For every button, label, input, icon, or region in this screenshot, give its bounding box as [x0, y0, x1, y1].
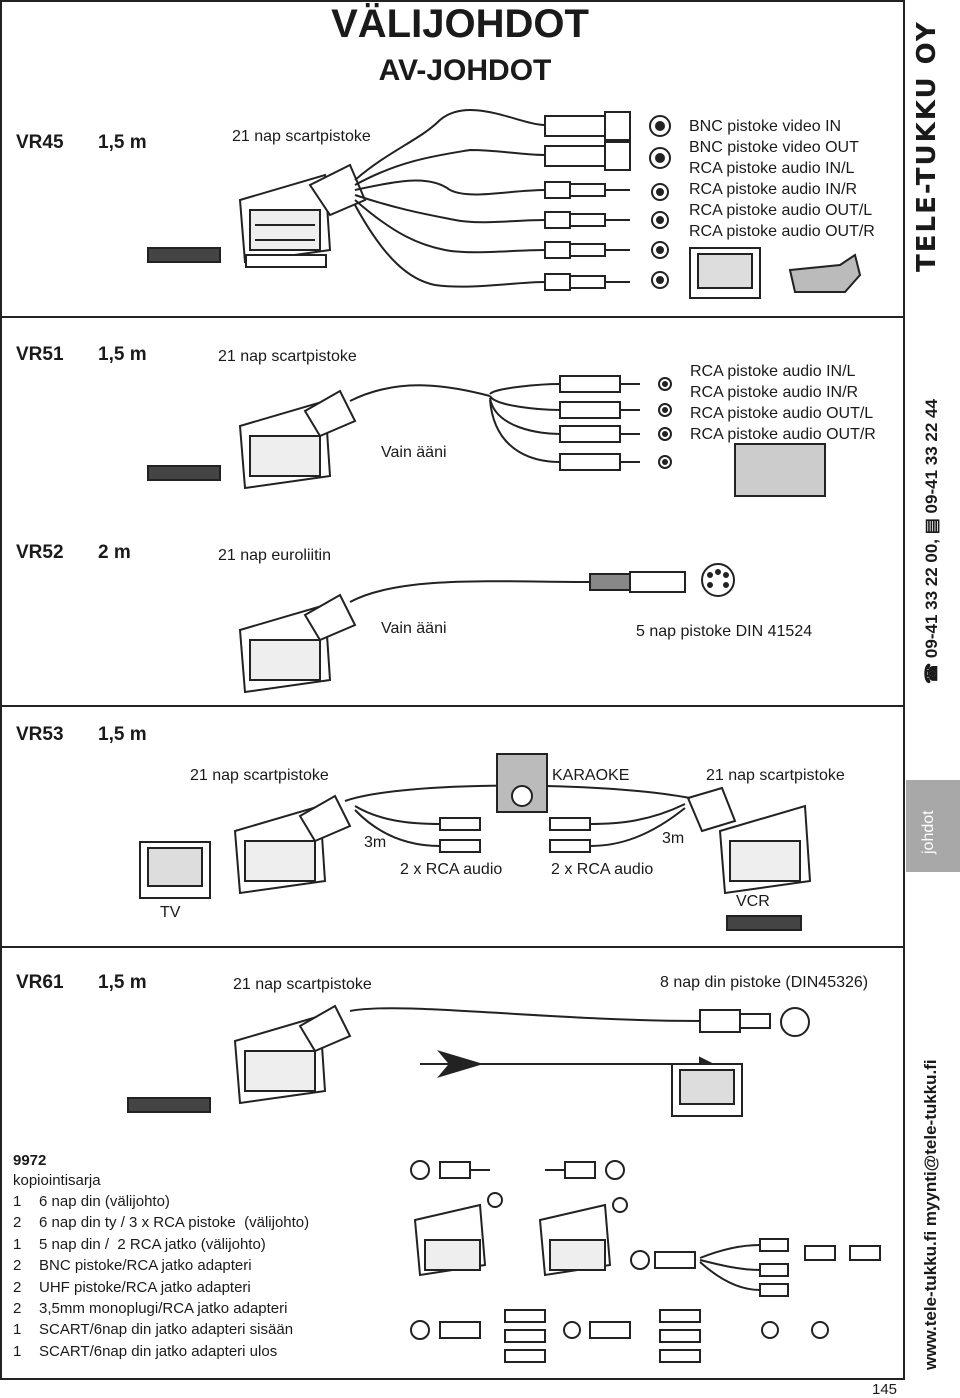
connector-item: BNC pistoke video OUT — [689, 139, 859, 156]
usage-note: Vain ääni — [381, 620, 447, 637]
product-code: VR51 — [16, 344, 64, 365]
connector-label: 21 nap scartpistoke — [232, 128, 371, 145]
connector-label: 21 nap scartpistoke — [218, 348, 357, 365]
device-label: TV — [160, 904, 181, 921]
connector-label: 21 nap scartpistoke — [233, 976, 372, 993]
connector-item: RCA pistoke audio OUT/L — [689, 202, 873, 219]
vr61-cable-illustration — [127, 1004, 810, 1117]
product-code: VR61 — [16, 972, 64, 993]
kit-code: 9972 — [13, 1152, 47, 1169]
section-divider — [0, 705, 905, 707]
cable-length: 3m — [662, 830, 685, 847]
connector-label: 21 nap euroliitin — [218, 547, 331, 564]
page-number: 145 — [872, 1381, 898, 1398]
product-code: VR53 — [16, 724, 64, 745]
connector-item: RCA pistoke audio IN/L — [689, 160, 855, 177]
connector-item: RCA pistoke audio OUT/L — [690, 405, 874, 422]
connector-item: RCA pistoke audio OUT/R — [689, 223, 875, 240]
vr53-cable-illustration — [139, 753, 812, 931]
vr52-cable-illustration — [238, 563, 735, 694]
kit-illustration — [410, 1160, 881, 1363]
connector-item: RCA pistoke audio IN/R — [689, 181, 858, 198]
page-title: VÄLIJOHDOT — [331, 2, 589, 46]
connector-label: 21 nap scartpistoke — [706, 767, 845, 784]
section-divider — [0, 316, 905, 318]
product-length: 1,5 m — [98, 972, 147, 993]
connector-item: RCA pistoke audio IN/L — [690, 363, 856, 380]
connector-item: RCA pistoke audio OUT/R — [690, 426, 876, 443]
cable-length: 3m — [364, 834, 387, 851]
product-code: VR52 — [16, 542, 64, 563]
audio-label: 2 x RCA audio — [400, 861, 503, 878]
device-label: KARAOKE — [552, 767, 630, 784]
product-length: 1,5 m — [98, 724, 147, 745]
connector-list: BNC pistoke video IN BNC pistoke video O… — [689, 116, 875, 242]
audio-label: 2 x RCA audio — [551, 861, 654, 878]
vr51-cable-illustration — [147, 375, 826, 497]
product-length: 1,5 m — [98, 132, 147, 153]
connector-label: 21 nap scartpistoke — [190, 767, 329, 784]
product-length: 1,5 m — [98, 344, 147, 365]
connector-list: RCA pistoke audio IN/L RCA pistoke audio… — [690, 361, 876, 445]
kit-name: kopiointisarja — [13, 1172, 101, 1189]
page-frame — [0, 0, 905, 1380]
section-divider — [0, 946, 905, 948]
page-subtitle: AV-JOHDOT — [378, 54, 552, 87]
connector-label: 8 nap din pistoke (DIN45326) — [660, 974, 869, 991]
connector-label: 5 nap pistoke DIN 41524 — [636, 623, 813, 640]
usage-note: Vain ääni — [381, 444, 447, 461]
connector-item: RCA pistoke audio IN/R — [690, 384, 859, 401]
product-length: 2 m — [98, 542, 131, 563]
section-tab[interactable]: johdot — [906, 780, 960, 872]
connector-item: BNC pistoke video IN — [689, 118, 842, 135]
vr45-cable-illustration — [147, 109, 862, 299]
device-label: VCR — [736, 893, 770, 910]
product-code: VR45 — [16, 132, 64, 153]
